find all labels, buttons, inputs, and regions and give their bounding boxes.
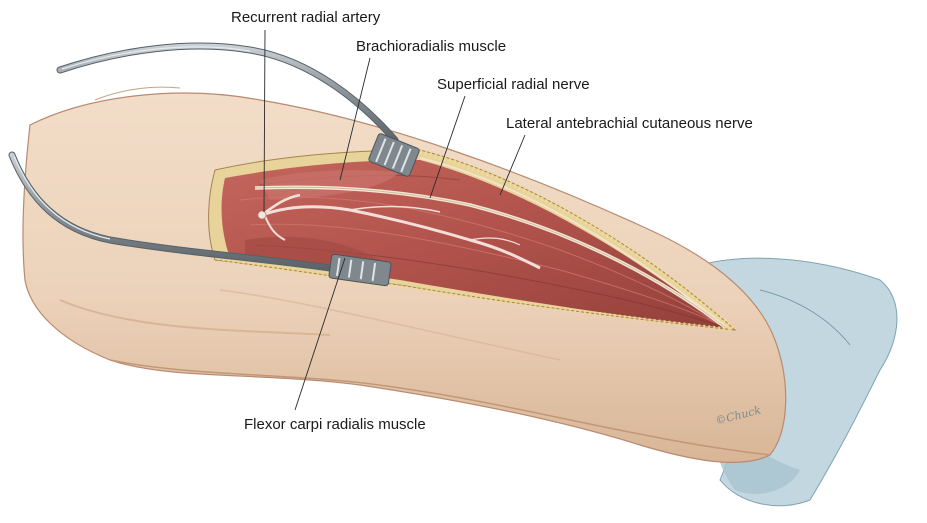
- leader-lateral-antebrachial-cutaneous-nerve: [499, 134, 526, 196]
- leader-recurrent-radial-artery: [263, 29, 266, 213]
- superficial-radial-nerve: [254, 185, 727, 329]
- label-superficial-radial-nerve: Superficial radial nerve: [437, 76, 590, 93]
- lateral-antebrachial-cutaneous-nerve: [419, 157, 721, 323]
- label-brachioradialis-muscle: Brachioradialis muscle: [356, 38, 507, 55]
- leader-flexor-carpi-radialis-muscle: [294, 257, 346, 411]
- label-flexor-carpi-radialis-muscle: Flexor carpi radialis muscle: [244, 416, 426, 433]
- leader-lines: [263, 29, 526, 411]
- lower-retractor: [8, 151, 392, 287]
- leader-superficial-radial-nerve: [429, 95, 466, 199]
- leader-brachioradialis-muscle: [339, 57, 371, 181]
- recurrent-radial-artery: [257, 193, 541, 270]
- label-lateral-antebrachial-cutaneous-nerve: Lateral antebrachial cutaneous nerve: [506, 115, 753, 132]
- label-recurrent-radial-artery: Recurrent radial artery: [231, 9, 381, 26]
